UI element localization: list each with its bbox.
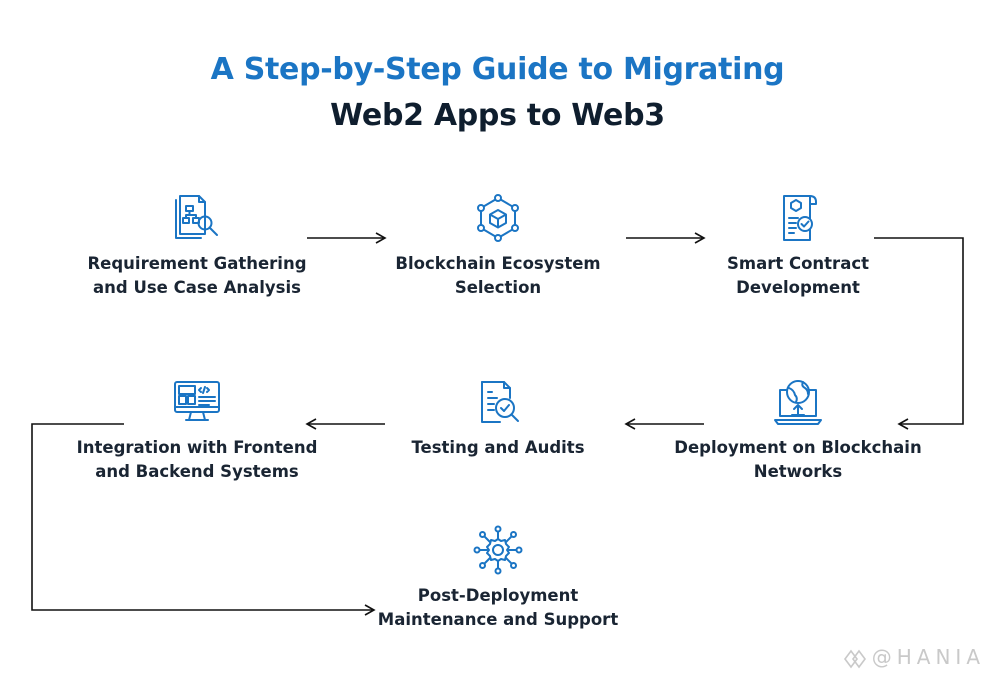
step-6-label-line-2: and Backend Systems [95, 462, 299, 481]
step-1-label-line-1: Requirement Gathering [87, 254, 307, 273]
contract-check-icon [783, 195, 817, 241]
clipboard-search-icon [481, 381, 519, 423]
step-4-label-line-2: Networks [753, 462, 843, 481]
title-line-2: Web2 Apps to Web3 [330, 98, 665, 133]
step-7-label-line-2: Maintenance and Support [377, 610, 619, 629]
globe-laptop-upload-icon [774, 380, 822, 425]
step-requirement-gathering: Requirement Gathering and Use Case Analy… [67, 190, 327, 300]
document-search-icon [175, 195, 218, 239]
step-5-label-line-1: Testing and Audits [411, 438, 585, 457]
arrow-step6-to-step7 [31, 423, 376, 616]
step-7-label-line-1: Post-Deployment [417, 586, 579, 605]
step-1-label-line-2: and Use Case Analysis [93, 278, 301, 297]
gear-network-icon [473, 525, 523, 575]
step-integration: Integration with Frontend and Backend Sy… [67, 374, 327, 484]
blockchain-cube-icon [477, 194, 519, 242]
step-6-label-line-1: Integration with Frontend [76, 438, 318, 457]
title-line-1: A Step-by-Step Guide to Migrating [210, 52, 785, 87]
arrow-step3-to-step4 [874, 237, 964, 430]
step-testing-audits: Testing and Audits [368, 374, 628, 460]
step-3-label-line-2: Development [736, 278, 860, 297]
step-2-label-line-1: Blockchain Ecosystem [395, 254, 601, 273]
watermark: @HANIA [843, 645, 985, 669]
step-2-label-line-2: Selection [454, 278, 542, 297]
step-post-deployment: Post-Deployment Maintenance and Support [368, 522, 628, 632]
step-deployment: Deployment on Blockchain Networks [668, 374, 928, 484]
step-3-label-line-1: Smart Contract [727, 254, 869, 273]
step-smart-contract: Smart Contract Development [668, 190, 928, 300]
step-4-label-line-1: Deployment on Blockchain [674, 438, 922, 457]
monitor-code-icon [174, 381, 220, 421]
step-blockchain-selection: Blockchain Ecosystem Selection [368, 190, 628, 300]
watermark-text: @HANIA [871, 645, 985, 669]
hania-logo-icon [843, 649, 866, 668]
